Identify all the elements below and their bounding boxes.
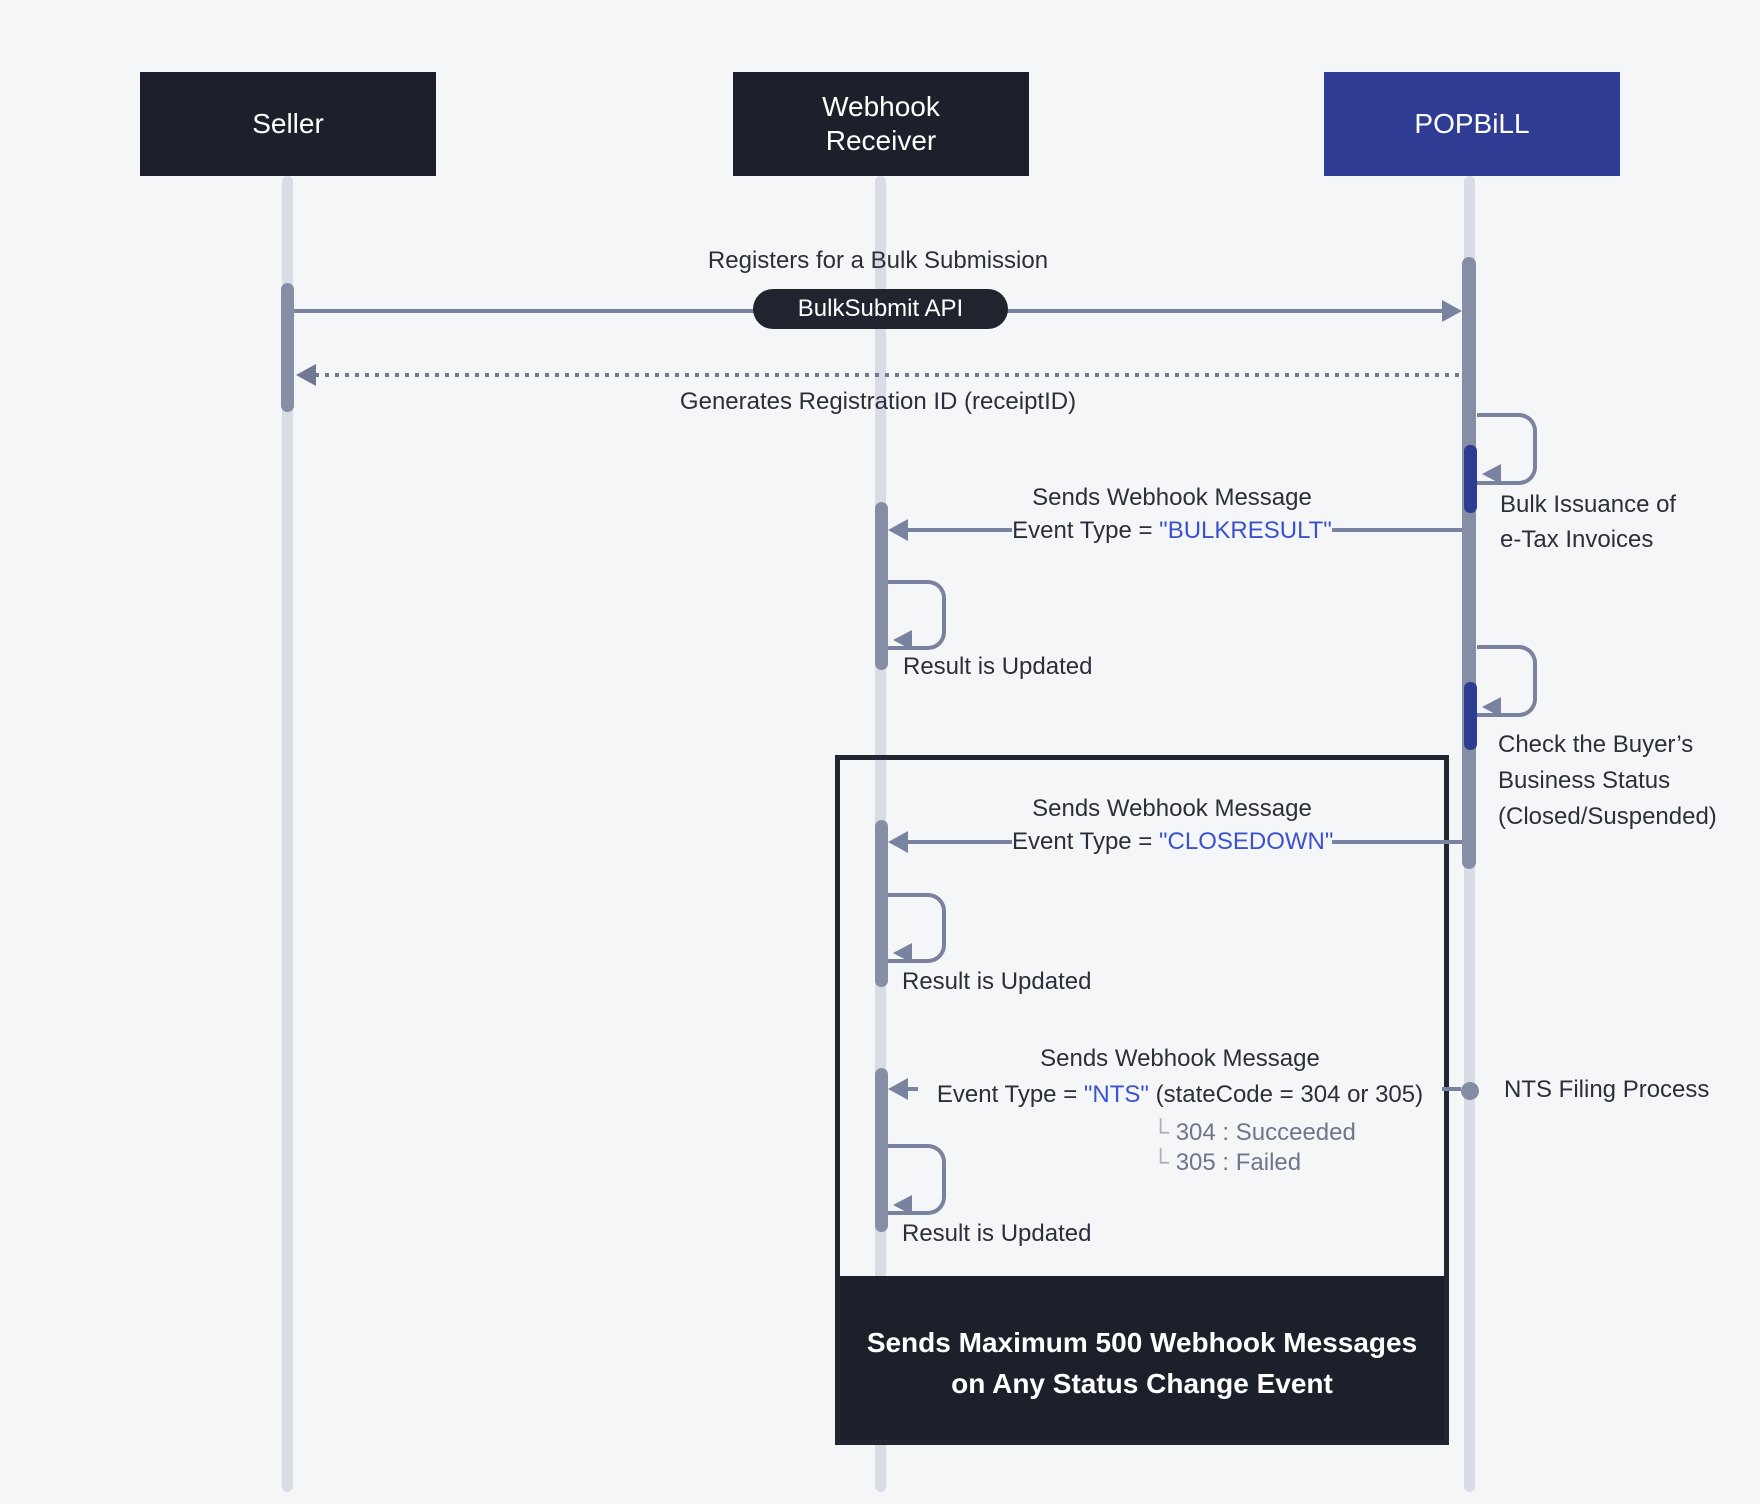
actor-label: POPBiLL (1414, 108, 1530, 139)
actor-label-line: Webhook (822, 91, 940, 122)
arrow-generates-dotted-line (315, 373, 1462, 377)
arrowhead-right-icon (1442, 300, 1462, 322)
loop-arrowhead-icon (1482, 697, 1501, 717)
statecode-305-line: └ 305 : Failed (1152, 1149, 1301, 1177)
annotation-bulk-issuance: Bulk Issuance of e-Tax Invoices (1500, 487, 1676, 557)
event-value-nts: "NTS" (1083, 1081, 1149, 1108)
label-result-updated-1: Result is Updated (903, 653, 1093, 680)
event-value-bulkresult: "BULKRESULT" (1159, 517, 1332, 544)
activation-popbill (1462, 257, 1476, 869)
label-register-bulk-submission: Registers for a Bulk Submission (707, 247, 1049, 274)
arrowhead-left-icon (296, 364, 316, 386)
footer-note-line: Sends Maximum 500 Webhook Messages (866, 1327, 1418, 1358)
loop-arrowhead-icon (893, 943, 912, 963)
event-prefix: Event Type = (936, 1081, 1084, 1108)
event-suffix: (stateCode = 304 or 305) (1148, 1081, 1424, 1108)
bulksubmit-api-pill: BulkSubmit API (753, 289, 1008, 329)
event-prefix: Event Type = (1012, 517, 1160, 544)
activation-seller (281, 283, 294, 412)
self-loop-webhook-1 (888, 580, 946, 650)
annotation-line: Check the Buyer’s (1498, 731, 1694, 758)
event-value-closedown: "CLOSEDOWN" (1159, 828, 1334, 855)
webhook-loop-frame (835, 755, 1449, 1445)
message-bulkresult: Sends Webhook Message Event Type = "BULK… (1012, 481, 1332, 547)
message-event-line: Event Type = "CLOSEDOWN" (1012, 825, 1334, 858)
activation-popbill-blue-2 (1464, 682, 1477, 750)
activation-webhook-2 (875, 820, 888, 987)
message-event-line: Event Type = "NTS" (stateCode = 304 or 3… (918, 1077, 1442, 1113)
footer-note-line: on Any Status Change Event (951, 1368, 1333, 1399)
message-event-line: Event Type = "BULKRESULT" (1012, 514, 1332, 547)
annotation-line: (Closed/Suspended) (1498, 803, 1717, 830)
message-nts: Sends Webhook Message Event Type = "NTS"… (918, 1041, 1442, 1113)
label-result-updated-3: Result is Updated (902, 1220, 1092, 1247)
actor-label-line: Receiver (825, 125, 937, 156)
message-heading: Sends Webhook Message (1032, 484, 1312, 511)
statecode-304-line: └ 304 : Succeeded (1152, 1119, 1356, 1147)
annotation-check-buyer-status: Check the Buyer’s Business Status (Close… (1498, 727, 1717, 835)
frame-footer-note: Sends Maximum 500 Webhook Messages on An… (840, 1276, 1444, 1440)
message-closedown: Sends Webhook Message Event Type = "CLOS… (1012, 792, 1334, 858)
corner-glyph-icon: └ (1152, 1119, 1170, 1146)
corner-glyph-icon: └ (1152, 1149, 1170, 1176)
self-loop-webhook-2 (888, 893, 946, 963)
nts-filing-dot-icon (1461, 1082, 1479, 1100)
label-result-updated-2: Result is Updated (902, 968, 1092, 995)
self-loop-webhook-3 (888, 1144, 946, 1215)
actor-label: Webhook Receiver (822, 90, 940, 158)
actor-box-webhook-receiver: Webhook Receiver (733, 72, 1029, 176)
label-generates-registration-id: Generates Registration ID (receiptID) (679, 388, 1077, 415)
arrowhead-left-icon (888, 1078, 908, 1100)
loop-arrowhead-icon (893, 1195, 912, 1215)
message-heading: Sends Webhook Message (1040, 1045, 1320, 1072)
loop-arrowhead-icon (1482, 464, 1501, 484)
annotation-line: e-Tax Invoices (1500, 526, 1654, 553)
annotation-line: Bulk Issuance of (1500, 491, 1677, 518)
label-nts-filing-process: NTS Filing Process (1504, 1076, 1710, 1103)
statecode-305-text: 305 : Failed (1175, 1149, 1302, 1176)
event-prefix: Event Type = (1012, 828, 1159, 855)
activation-webhook-1 (875, 502, 888, 670)
activation-webhook-3 (875, 1068, 888, 1232)
lifeline-seller (282, 176, 293, 1492)
self-loop-popbill-1 (1477, 413, 1537, 485)
annotation-line: Business Status (1498, 767, 1671, 794)
actor-box-seller: Seller (140, 72, 436, 176)
self-loop-popbill-2 (1477, 645, 1537, 717)
actor-label: Seller (252, 108, 324, 139)
loop-arrowhead-icon (893, 630, 912, 650)
arrowhead-left-icon (888, 831, 908, 853)
activation-popbill-blue-1 (1464, 445, 1477, 513)
arrowhead-left-icon (888, 519, 908, 541)
statecode-304-text: 304 : Succeeded (1175, 1119, 1356, 1146)
actor-box-popbill: POPBiLL (1324, 72, 1620, 176)
message-heading: Sends Webhook Message (1032, 795, 1312, 822)
